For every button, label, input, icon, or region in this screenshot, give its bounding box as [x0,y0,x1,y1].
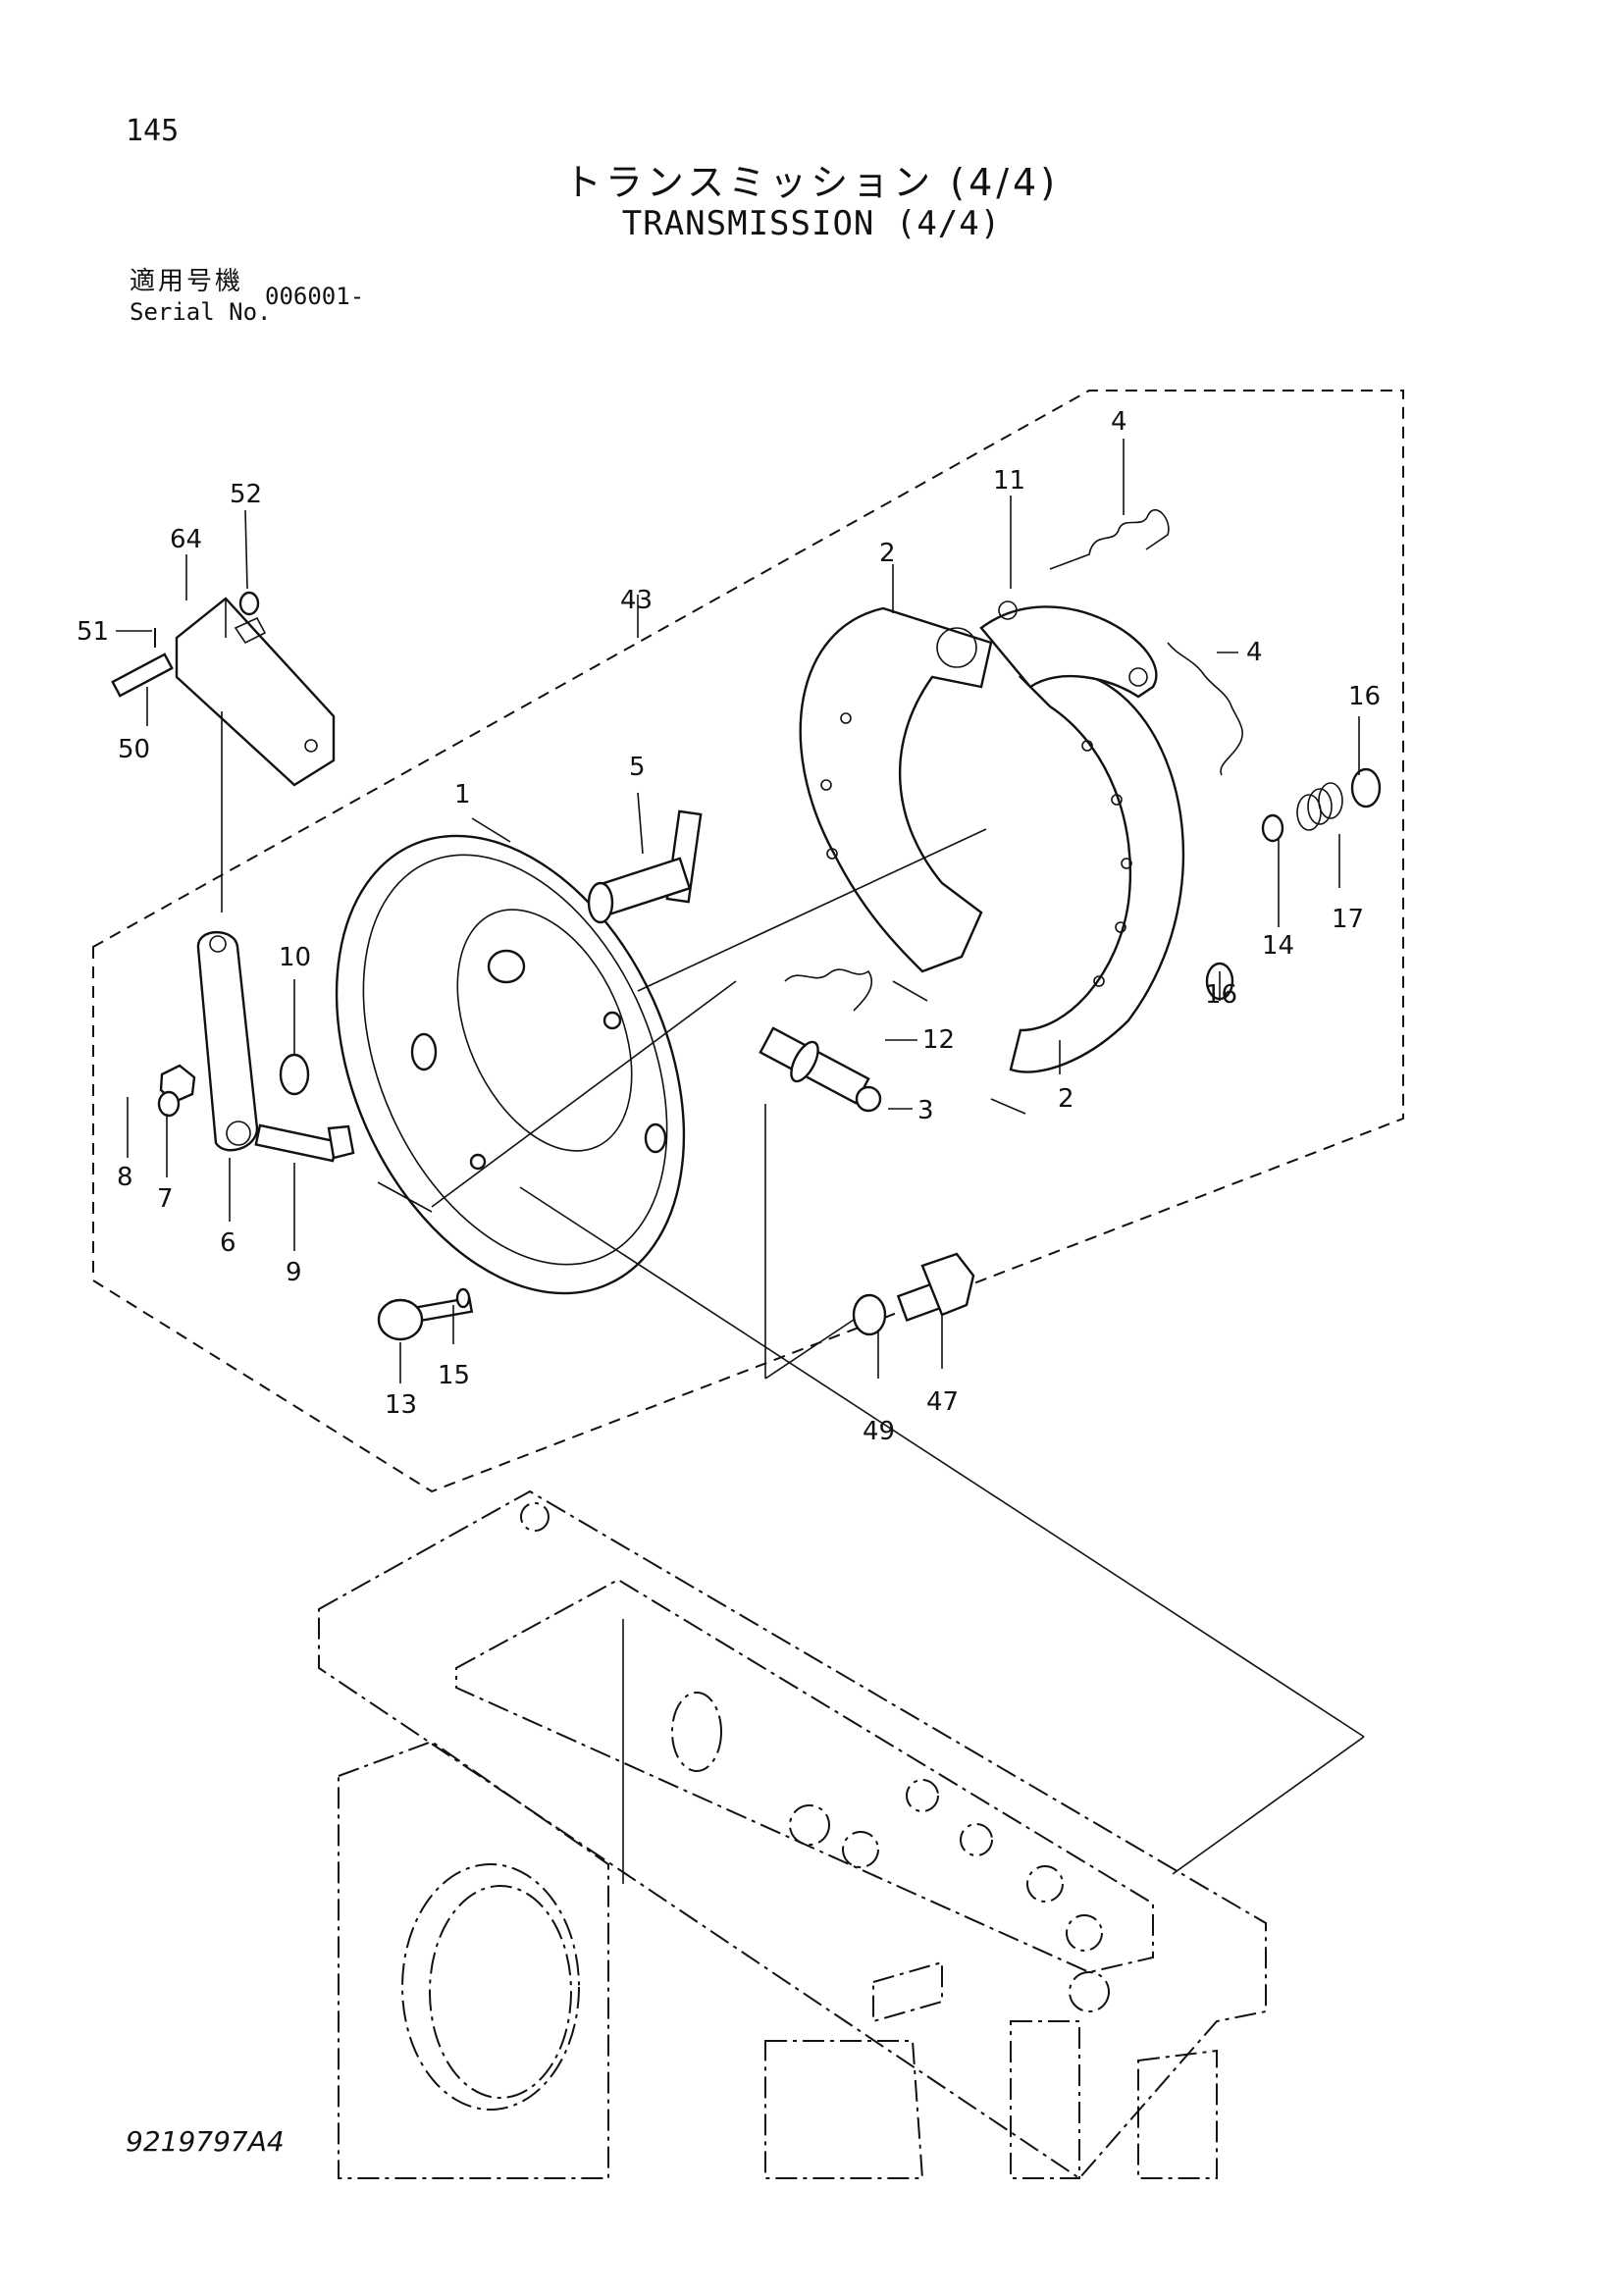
cup-16-upper [1350,767,1382,809]
serial-label-japanese: 適用号機 [130,267,244,296]
pivot-pin [587,809,703,924]
serial-number-value: 006001- [265,283,365,310]
return-spring-lower [1167,642,1243,776]
bracket-64 [175,597,336,787]
nut-52 [238,591,260,616]
washer-14 [1261,813,1284,843]
brake-shoe-rear [799,606,993,973]
callout-4-upper: 4 [1111,407,1127,437]
callout-16-lower: 16 [1205,980,1237,1010]
title-japanese: トランスミッション (4/4) [563,161,1060,204]
cap-13 [377,1298,424,1341]
adjuster-spring [784,968,873,1012]
serial-label-english: Serial No. [130,298,272,326]
callout-7: 7 [157,1184,174,1214]
brake-shoe-front [979,600,1185,1073]
callout-49: 49 [863,1417,895,1446]
callout-64: 64 [170,525,202,554]
callout-9: 9 [286,1258,302,1287]
callout-2-rear: 2 [879,539,896,568]
callout-3: 3 [917,1096,934,1125]
callout-16-upper: 16 [1348,682,1381,711]
washer-10 [279,1053,310,1096]
assembly-43-boundary [92,390,1404,1493]
hold-down-spring [1296,782,1343,831]
callout-11: 11 [993,466,1025,496]
bolt-9 [254,1123,355,1163]
pin-50 [111,652,174,698]
bolt-47 [896,1252,975,1323]
washer-49 [852,1293,887,1336]
callout-2-front: 2 [1058,1084,1074,1114]
callout-5: 5 [629,753,646,782]
washer-7 [157,1090,181,1118]
page-number: 145 [126,114,180,148]
callout-50: 50 [118,735,150,764]
pin-15 [409,1287,474,1324]
transmission-case [318,1489,1267,2180]
callout-52: 52 [230,480,262,509]
leader-lines [116,439,1365,1884]
callout-8: 8 [117,1163,133,1192]
callout-51: 51 [77,617,109,647]
callout-12: 12 [922,1025,955,1055]
return-spring-upper [1049,508,1170,570]
brake-backing-plate [335,834,686,1295]
callout-17: 17 [1332,905,1364,934]
callout-47: 47 [926,1387,959,1417]
brake-adjuster [759,1026,882,1113]
title-english: TRANSMISSION (4/4) [621,204,1002,243]
callout-6: 6 [220,1228,236,1258]
callouts: 1 2 2 3 4 4 5 6 7 8 9 10 11 12 13 14 15 … [77,407,1381,1446]
callout-13: 13 [385,1390,417,1420]
callout-10: 10 [279,943,311,972]
callout-14: 14 [1262,931,1294,961]
callout-43: 43 [620,586,653,615]
document-code: 9219797A4 [126,2125,285,2158]
callout-1: 1 [454,780,471,809]
callout-15: 15 [438,1361,470,1390]
callout-4-lower: 4 [1246,638,1263,667]
brake-lever [196,930,259,1152]
